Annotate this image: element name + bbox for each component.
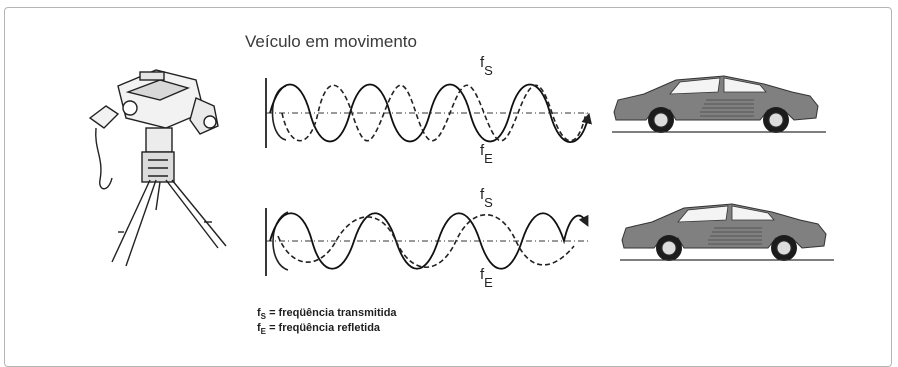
car-top-illustration: [611, 75, 827, 134]
label-fe-bottom: fE: [480, 266, 493, 290]
diagram-title: Veículo em movimento: [245, 32, 417, 51]
diagram-canvas: [88, 69, 835, 276]
legend-reflected: fE = freqüência refletida: [257, 322, 381, 337]
label-fs-top: fS: [480, 54, 493, 78]
bottom-wave-diagram: [265, 208, 590, 276]
label-fs-bottom: fS: [480, 186, 493, 210]
radar-camera-tripod-illustration: [88, 69, 227, 267]
top-wave-diagram: [265, 78, 592, 148]
legend-transmitted: fS = freqüência transmitida: [257, 307, 397, 322]
label-fe-top: fE: [480, 142, 493, 166]
diagram-frame: [4, 7, 892, 367]
car-bottom-illustration: [619, 203, 835, 262]
